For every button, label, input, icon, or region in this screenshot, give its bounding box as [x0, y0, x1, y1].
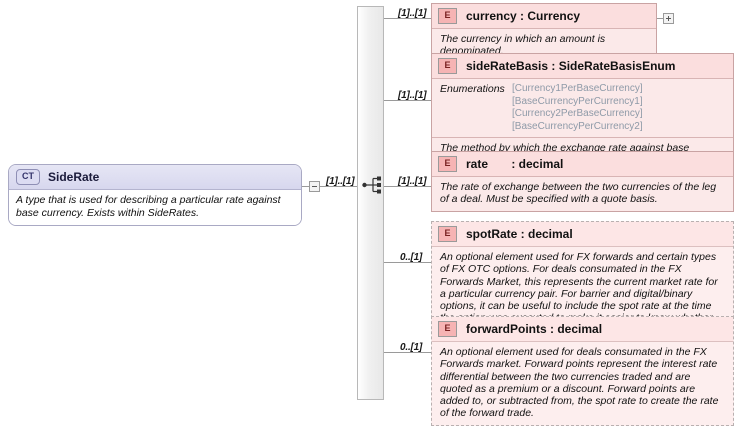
enumerations-label: Enumerations — [440, 83, 505, 95]
connector-to-currency — [384, 18, 431, 19]
element-documentation-rate: The rate of exchange between the two cur… — [440, 181, 717, 206]
complex-type-documentation: A type that is used for describing a par… — [9, 190, 301, 225]
enumeration-item: [BaseCurrencyPerCurrency2] — [512, 120, 643, 132]
element-name-forwardpoints: forwardPoints : decimal — [466, 322, 603, 336]
minus-box-icon[interactable] — [309, 181, 320, 192]
connector-ct-to-collapse — [302, 186, 309, 187]
connector-to-spotrate — [384, 262, 431, 263]
cardinality-siderate-basis: [1]..[1] — [398, 90, 427, 101]
cardinality-spotrate: 0..[1] — [400, 252, 423, 263]
element-name-currency: currency : Currency — [466, 9, 581, 23]
cardinality-forwardpoints: 0..[1] — [400, 342, 423, 353]
enumeration-item: [BaseCurrencyPerCurrency1] — [512, 95, 643, 107]
element-name-siderate-basis: sideRateBasis : SideRateBasisEnum — [466, 59, 676, 73]
connector-currency-to-expand — [657, 18, 663, 19]
connector-to-forwardpoints — [384, 352, 431, 353]
element-header-siderate-basis: E sideRateBasis : SideRateBasisEnum — [432, 54, 733, 79]
complex-type-badge-icon: CT — [16, 169, 40, 185]
element-badge-icon: E — [438, 226, 457, 242]
sequence-icon[interactable] — [362, 176, 384, 194]
sequence-bar — [357, 6, 384, 400]
cardinality-currency: [1]..[1] — [398, 8, 427, 19]
enumerations-values: [Currency1PerBaseCurrency] [BaseCurrency… — [512, 83, 643, 133]
enumeration-item: [Currency2PerBaseCurrency] — [512, 108, 643, 119]
element-enumerations-row: Enumerations [Currency1PerBaseCurrency] … — [432, 79, 733, 138]
element-badge-icon: E — [438, 58, 457, 74]
complex-type-header: CT SideRate — [9, 165, 301, 190]
element-header-forwardpoints: E forwardPoints : decimal — [432, 317, 733, 342]
element-name-rate: rate : decimal — [466, 157, 564, 171]
complex-type-box[interactable]: CT SideRate A type that is used for desc… — [8, 164, 302, 226]
cardinality-complex-type: [1]..[1] — [326, 176, 355, 187]
connector-to-siderate-basis — [384, 100, 431, 101]
connector-collapse-to-sequence — [320, 186, 364, 187]
plus-box-icon[interactable] — [663, 13, 674, 24]
element-badge-icon: E — [438, 8, 457, 24]
element-name-spotrate: spotRate : decimal — [466, 227, 573, 241]
connector-to-rate — [384, 186, 431, 187]
element-header-rate: E rate : decimal — [432, 152, 733, 177]
cardinality-rate: [1]..[1] — [398, 176, 427, 187]
element-header-currency: E currency : Currency — [432, 4, 656, 29]
element-documentation-forwardpoints: An optional element used for deals consu… — [440, 346, 719, 420]
element-box-rate[interactable]: E rate : decimal The rate of exchange be… — [431, 151, 734, 212]
enumeration-item: [Currency1PerBaseCurrency] — [512, 83, 643, 94]
element-box-forwardpoints[interactable]: E forwardPoints : decimal An optional el… — [431, 316, 734, 426]
element-header-spotrate: E spotRate : decimal — [432, 222, 733, 247]
element-badge-icon: E — [438, 156, 457, 172]
complex-type-name: SideRate — [48, 170, 100, 184]
element-badge-icon: E — [438, 321, 457, 337]
